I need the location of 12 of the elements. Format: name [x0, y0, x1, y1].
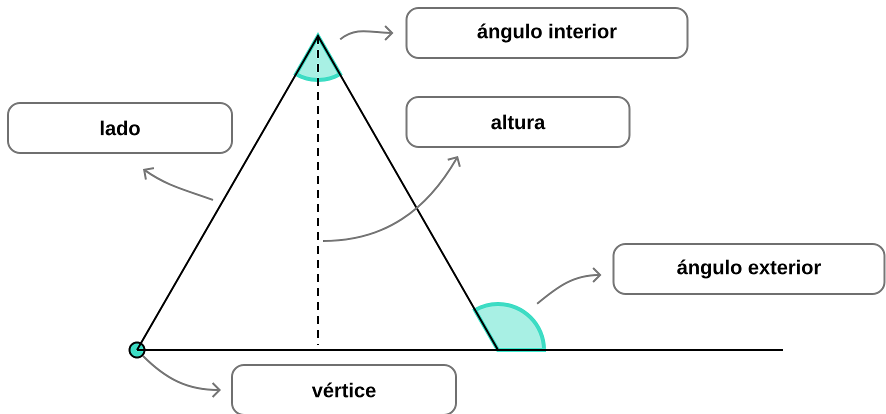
label-box: vértice — [231, 364, 457, 414]
label-box: lado — [7, 102, 233, 154]
leader-arrow — [322, 156, 461, 242]
leader-arrow — [142, 355, 221, 398]
leader-arrow — [536, 267, 602, 305]
leader-arrow — [340, 25, 394, 41]
exterior-angle-mark — [473, 302, 546, 352]
label-box: ángulo exterior — [612, 242, 886, 295]
interior-angle-mark — [294, 34, 342, 82]
leader-arrow — [143, 167, 214, 201]
label-box: ángulo interior — [406, 7, 688, 59]
label-box: altura — [406, 96, 630, 148]
